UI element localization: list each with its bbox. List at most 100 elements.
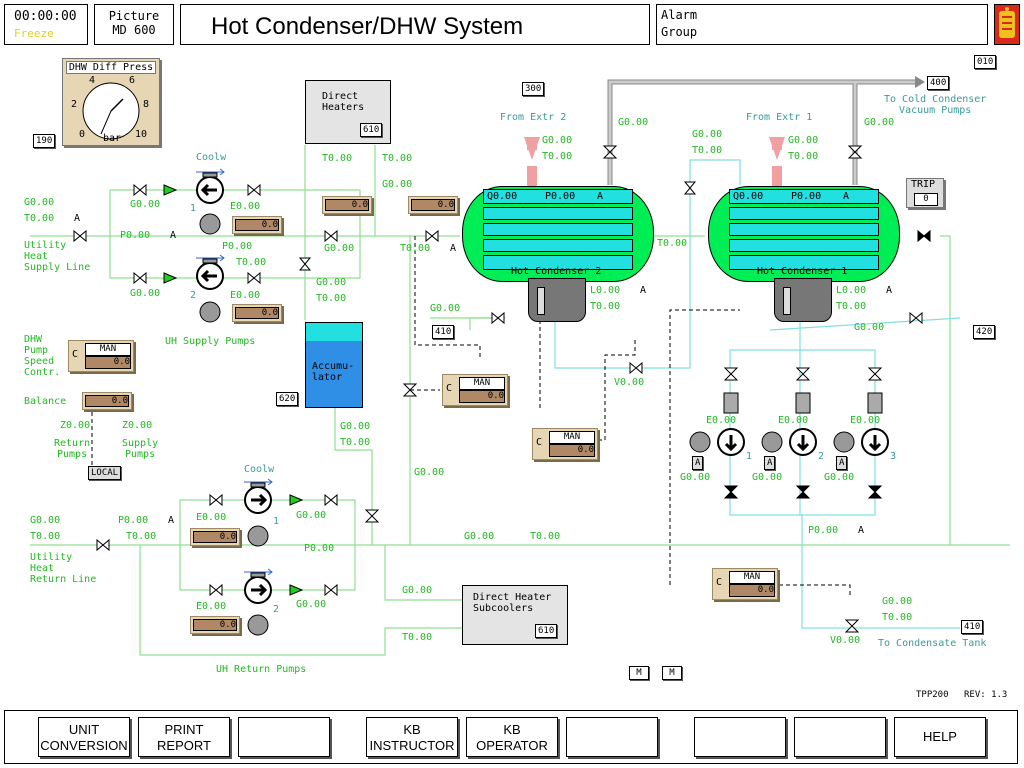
acc-out-g: G0.00 <box>340 421 371 432</box>
pump-symbols <box>73 145 931 636</box>
hc2-in-a: A <box>450 243 457 254</box>
hc2-out-t: T0.00 <box>590 301 621 312</box>
cp1-num: 1 <box>746 451 753 462</box>
man-label[interactable]: MAN <box>729 571 775 584</box>
unit-conversion-button[interactable]: UNIT CONVERSION <box>38 717 130 757</box>
cp1-auto[interactable]: A <box>692 456 704 470</box>
mainret-t: T0.00 <box>530 531 561 542</box>
function-key-6[interactable] <box>566 717 658 757</box>
ref-300[interactable]: 300 <box>522 82 545 96</box>
man-label[interactable]: MAN <box>549 431 595 444</box>
ref-620[interactable]: 620 <box>276 392 299 406</box>
subcoolers-ref[interactable]: 610 <box>535 624 558 638</box>
clock: 00:00:00 <box>14 9 77 24</box>
dhs-t: T0.00 <box>402 632 433 643</box>
rp2-speed-ctrl[interactable]: 0.0 <box>190 616 240 634</box>
dh-out-g: G0.00 <box>382 179 413 190</box>
hot-condenser-2[interactable]: Q0.00 P0.00 A Hot Condenser 2 <box>462 186 654 282</box>
direct-heaters[interactable]: Direct Heaters 610 <box>305 80 391 144</box>
hc2-l-a: A <box>640 285 647 296</box>
accumulator[interactable]: Accumu- lator <box>305 322 363 408</box>
kb-instructor-button[interactable]: KB INSTRUCTOR <box>366 717 458 757</box>
balance-label: Balance <box>24 396 67 407</box>
ref-410-a[interactable]: 410 <box>432 325 455 339</box>
to-cold-condenser-label: To Cold Condenser Vacuum Pumps <box>884 94 987 116</box>
cp3-num: 3 <box>890 451 897 462</box>
supply-p-a: A <box>170 230 177 241</box>
help-button[interactable]: HELP <box>894 717 986 757</box>
coolw-label-2: Coolw <box>244 464 275 475</box>
sp2-num: 2 <box>190 290 197 301</box>
hot-condenser-1[interactable]: Q0.00 P0.00 A Hot Condenser 1 <box>708 186 900 282</box>
m-button-2[interactable]: M <box>662 666 682 680</box>
vacuum-g: G0.00 <box>864 117 895 128</box>
hc2-in-t: T0.00 <box>400 243 431 254</box>
sp2-speed-ctrl[interactable]: 0.0 <box>232 304 282 322</box>
hc2-a: A <box>597 191 604 202</box>
hc2-hotwell <box>528 278 586 322</box>
dhw-diff-press-gauge: DHW Diff Press 0 2 4 6 8 10 bar <box>62 58 160 146</box>
tpp-label: TPP200 <box>916 690 949 700</box>
alarm-group-panel[interactable]: Alarm Group <box>656 4 988 45</box>
trip-label: TRIP <box>911 179 936 190</box>
kb-operator-button[interactable]: KB OPERATOR <box>466 717 558 757</box>
m-button-1[interactable]: M <box>629 666 649 680</box>
acc-out-t: T0.00 <box>340 437 371 448</box>
man-label[interactable]: MAN <box>85 343 131 356</box>
subcoolers-label: Direct Heater Subcoolers <box>473 592 552 614</box>
ctrl-mode-c: C <box>446 383 453 394</box>
balance-z-left: Z0.00 <box>60 420 91 431</box>
freeze-indicator[interactable]: Freeze <box>14 27 54 40</box>
hc2-p: P0.00 <box>545 191 576 202</box>
print-report-button[interactable]: PRINT REPORT <box>138 717 230 757</box>
man-label[interactable]: MAN <box>459 377 505 390</box>
clock-panel: 00:00:00 Freeze <box>4 4 88 45</box>
ctrl-value: 0.0 <box>85 356 131 369</box>
cp1-g: G0.00 <box>680 472 711 483</box>
local-button[interactable]: LOCAL <box>88 466 122 480</box>
balance-ctrl[interactable]: 0.0 <box>82 392 132 410</box>
cp2-g: G0.00 <box>752 472 783 483</box>
ctrl-value: 0.0 <box>459 390 505 403</box>
cond-p-a: A <box>858 525 865 536</box>
rp2-num: 2 <box>273 604 280 615</box>
hw-g: G0.00 <box>430 303 461 314</box>
ref-190[interactable]: 190 <box>33 134 56 148</box>
accumulator-level-controller[interactable]: C MAN 0.0 <box>442 374 508 406</box>
ref-400[interactable]: 400 <box>927 76 950 90</box>
supply-pumps-label: Supply Pumps <box>122 438 159 460</box>
uh-return-line-label: Utility Heat Return Line <box>30 552 97 585</box>
direct-heaters-ref[interactable]: 610 <box>360 123 383 137</box>
sp1-speed-ctrl[interactable]: 0.0 <box>232 216 282 234</box>
dhw-pump-speed-controller[interactable]: C MAN 0.0 <box>68 340 134 372</box>
hc2-inlet-ctrl[interactable]: 0.0 <box>408 196 458 214</box>
hc2-level-controller[interactable]: C MAN 0.0 <box>532 428 598 460</box>
coolw-label-1: Coolw <box>196 152 227 163</box>
hc1-hotwell <box>774 278 832 322</box>
dh-bypass-ctrl[interactable]: 0.0 <box>322 196 372 214</box>
cp3-auto[interactable]: A <box>836 456 848 470</box>
return-t: T0.00 <box>30 531 61 542</box>
rp1-speed-ctrl[interactable]: 0.0 <box>190 528 240 546</box>
hc1-l: L0.00 <box>836 285 867 296</box>
from-extr-1-label: From Extr 1 <box>746 112 813 123</box>
function-key-8[interactable] <box>794 717 886 757</box>
function-key-3[interactable] <box>238 717 330 757</box>
condensate-level-controller[interactable]: C MAN 0.0 <box>712 568 778 600</box>
mainret-g: G0.00 <box>464 531 495 542</box>
ref-010[interactable]: 010 <box>974 55 997 69</box>
picture-id: MD 600 <box>112 23 156 37</box>
cp2-auto[interactable]: A <box>764 456 776 470</box>
ref-420[interactable]: 420 <box>973 325 996 339</box>
trip-indicator[interactable]: TRIP 0 <box>906 178 944 208</box>
hc1-l-a: A <box>886 285 893 296</box>
gauge-tick-0: 0 <box>79 129 86 140</box>
vent-g: G0.00 <box>618 117 649 128</box>
acc-t: T0.00 <box>316 293 347 304</box>
ref-410-b[interactable]: 410 <box>961 620 984 634</box>
function-key-7[interactable] <box>694 717 786 757</box>
cp1-e: E0.00 <box>706 415 737 426</box>
rp1-g: G0.00 <box>296 510 327 521</box>
page-title: Hot Condenser/DHW System <box>211 13 524 40</box>
direct-heater-subcoolers[interactable]: Direct Heater Subcoolers 610 <box>462 585 568 645</box>
